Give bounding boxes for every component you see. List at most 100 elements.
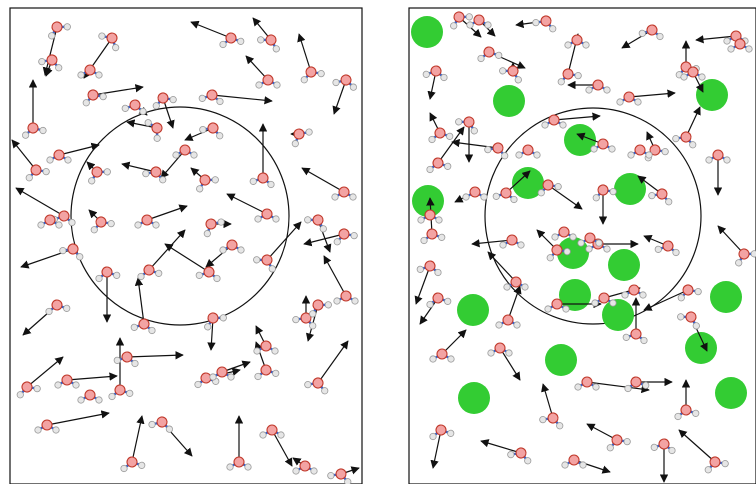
- hydrogen-atom: [616, 98, 624, 106]
- velocity-arrow-icon: [164, 243, 210, 273]
- hydrogen-atom: [477, 54, 485, 63]
- velocity-arrow-icon: [126, 351, 184, 360]
- hydrogen-atom: [513, 321, 521, 329]
- oxygen-atom: [157, 92, 169, 104]
- velocity-arrow-icon: [121, 161, 157, 173]
- hydrogen-atom: [304, 381, 312, 389]
- solute-particle-icon: [696, 79, 728, 111]
- water-molecule-icon: [148, 416, 173, 433]
- hydrogen-atom: [466, 21, 474, 29]
- hydrogen-atom: [37, 221, 45, 229]
- velocity-arrow-icon: [271, 429, 293, 467]
- hydrogen-atom: [25, 174, 33, 182]
- oxygen-atom: [709, 456, 721, 468]
- oxygen-atom: [432, 292, 444, 304]
- hydrogen-atom: [426, 165, 434, 174]
- hydrogen-atom: [144, 119, 152, 127]
- hydrogen-atom: [217, 218, 225, 226]
- velocity-arrow-icon: [541, 383, 554, 419]
- water-molecule-icon: [82, 89, 107, 107]
- hydrogen-atom: [590, 145, 598, 153]
- water-molecule-icon: [577, 232, 603, 247]
- hydrogen-atom: [291, 140, 299, 148]
- hydrogen-atom: [510, 195, 518, 204]
- hydrogen-atom: [503, 283, 511, 291]
- oxygen-atom: [312, 214, 324, 226]
- hydrogen-atom: [650, 443, 658, 451]
- hydrogen-atom: [677, 313, 685, 321]
- hydrogen-atom: [130, 323, 138, 331]
- hydrogen-atom: [487, 349, 495, 357]
- water-molecule-icon: [34, 419, 60, 434]
- hydrogen-atom: [198, 94, 206, 102]
- oxygen-atom: [492, 142, 504, 154]
- water-molecule-icon: [622, 328, 648, 345]
- velocity-arrow-icon: [441, 329, 467, 355]
- hydrogen-atom: [153, 134, 161, 142]
- hydrogen-atom: [480, 193, 488, 201]
- water-molecule-icon: [120, 456, 146, 473]
- hydrogen-atom: [142, 170, 150, 178]
- oxygen-atom: [687, 66, 699, 78]
- hydrogen-atom: [704, 466, 712, 474]
- panel-border: [9, 7, 363, 484]
- hydrogen-atom: [272, 45, 280, 53]
- water-molecule-icon: [50, 210, 76, 227]
- pure-water-panel: [9, 7, 363, 484]
- hydrogen-atom: [196, 185, 204, 193]
- hydrogen-atom: [609, 299, 617, 307]
- hydrogen-atom: [517, 241, 525, 249]
- hydrogen-atom: [592, 383, 600, 391]
- hydrogen-atom: [438, 233, 446, 241]
- water-molecule-icon: [735, 248, 756, 267]
- water-molecule-icon: [77, 389, 103, 404]
- hydrogen-atom: [349, 193, 357, 201]
- hydrogen-atom: [435, 216, 443, 224]
- water-molecule-icon: [108, 384, 134, 401]
- hydrogen-atom: [195, 271, 203, 279]
- water-molecule-icon: [22, 122, 47, 139]
- hydrogen-atom: [304, 216, 312, 224]
- oxygen-atom: [53, 149, 65, 161]
- velocity-arrow-icon: [487, 251, 517, 283]
- oxygen-atom: [738, 248, 750, 260]
- water-molecule-icon: [134, 214, 160, 229]
- water-molecule-icon: [507, 447, 532, 465]
- water-molecule-icon: [121, 99, 147, 116]
- oxygen-atom: [87, 89, 99, 101]
- hydrogen-atom: [152, 221, 160, 229]
- velocity-arrow-icon: [695, 35, 737, 44]
- hydrogen-atom: [317, 70, 325, 78]
- oxygen-atom: [207, 312, 219, 324]
- hydrogen-atom: [465, 13, 473, 21]
- oxygen-atom: [581, 376, 593, 388]
- hydrogen-atom: [544, 305, 552, 313]
- oxygen-atom: [623, 91, 635, 103]
- hydrogen-atom: [113, 271, 121, 279]
- hydrogen-atom: [76, 253, 84, 261]
- hydrogen-atom: [16, 391, 24, 399]
- oxygen-atom: [156, 416, 168, 428]
- water-molecule-icon: [564, 34, 590, 49]
- hydrogen-atom: [648, 192, 656, 200]
- oxygen-atom: [260, 364, 272, 376]
- hydrogen-atom: [331, 193, 339, 201]
- hydrogen-atom: [603, 245, 611, 253]
- hydrogen-atom: [333, 238, 341, 246]
- water-molecule-icon: [219, 32, 245, 49]
- water-molecule-icon: [592, 184, 617, 202]
- hydrogen-atom: [624, 384, 632, 393]
- hydrogen-atom: [321, 387, 329, 395]
- velocity-arrow-icon: [131, 415, 145, 463]
- velocity-arrow-icon: [678, 429, 716, 463]
- hydrogen-atom: [332, 78, 340, 87]
- hydrogen-atom: [735, 259, 743, 267]
- solute-particle-icon: [608, 249, 640, 281]
- hydrogen-atom: [507, 451, 515, 459]
- oxygen-atom: [662, 240, 674, 252]
- water-molecule-icon: [254, 208, 280, 223]
- oxygen-atom: [293, 128, 305, 140]
- water-molecule-icon: [537, 179, 562, 197]
- hydrogen-atom: [349, 83, 357, 91]
